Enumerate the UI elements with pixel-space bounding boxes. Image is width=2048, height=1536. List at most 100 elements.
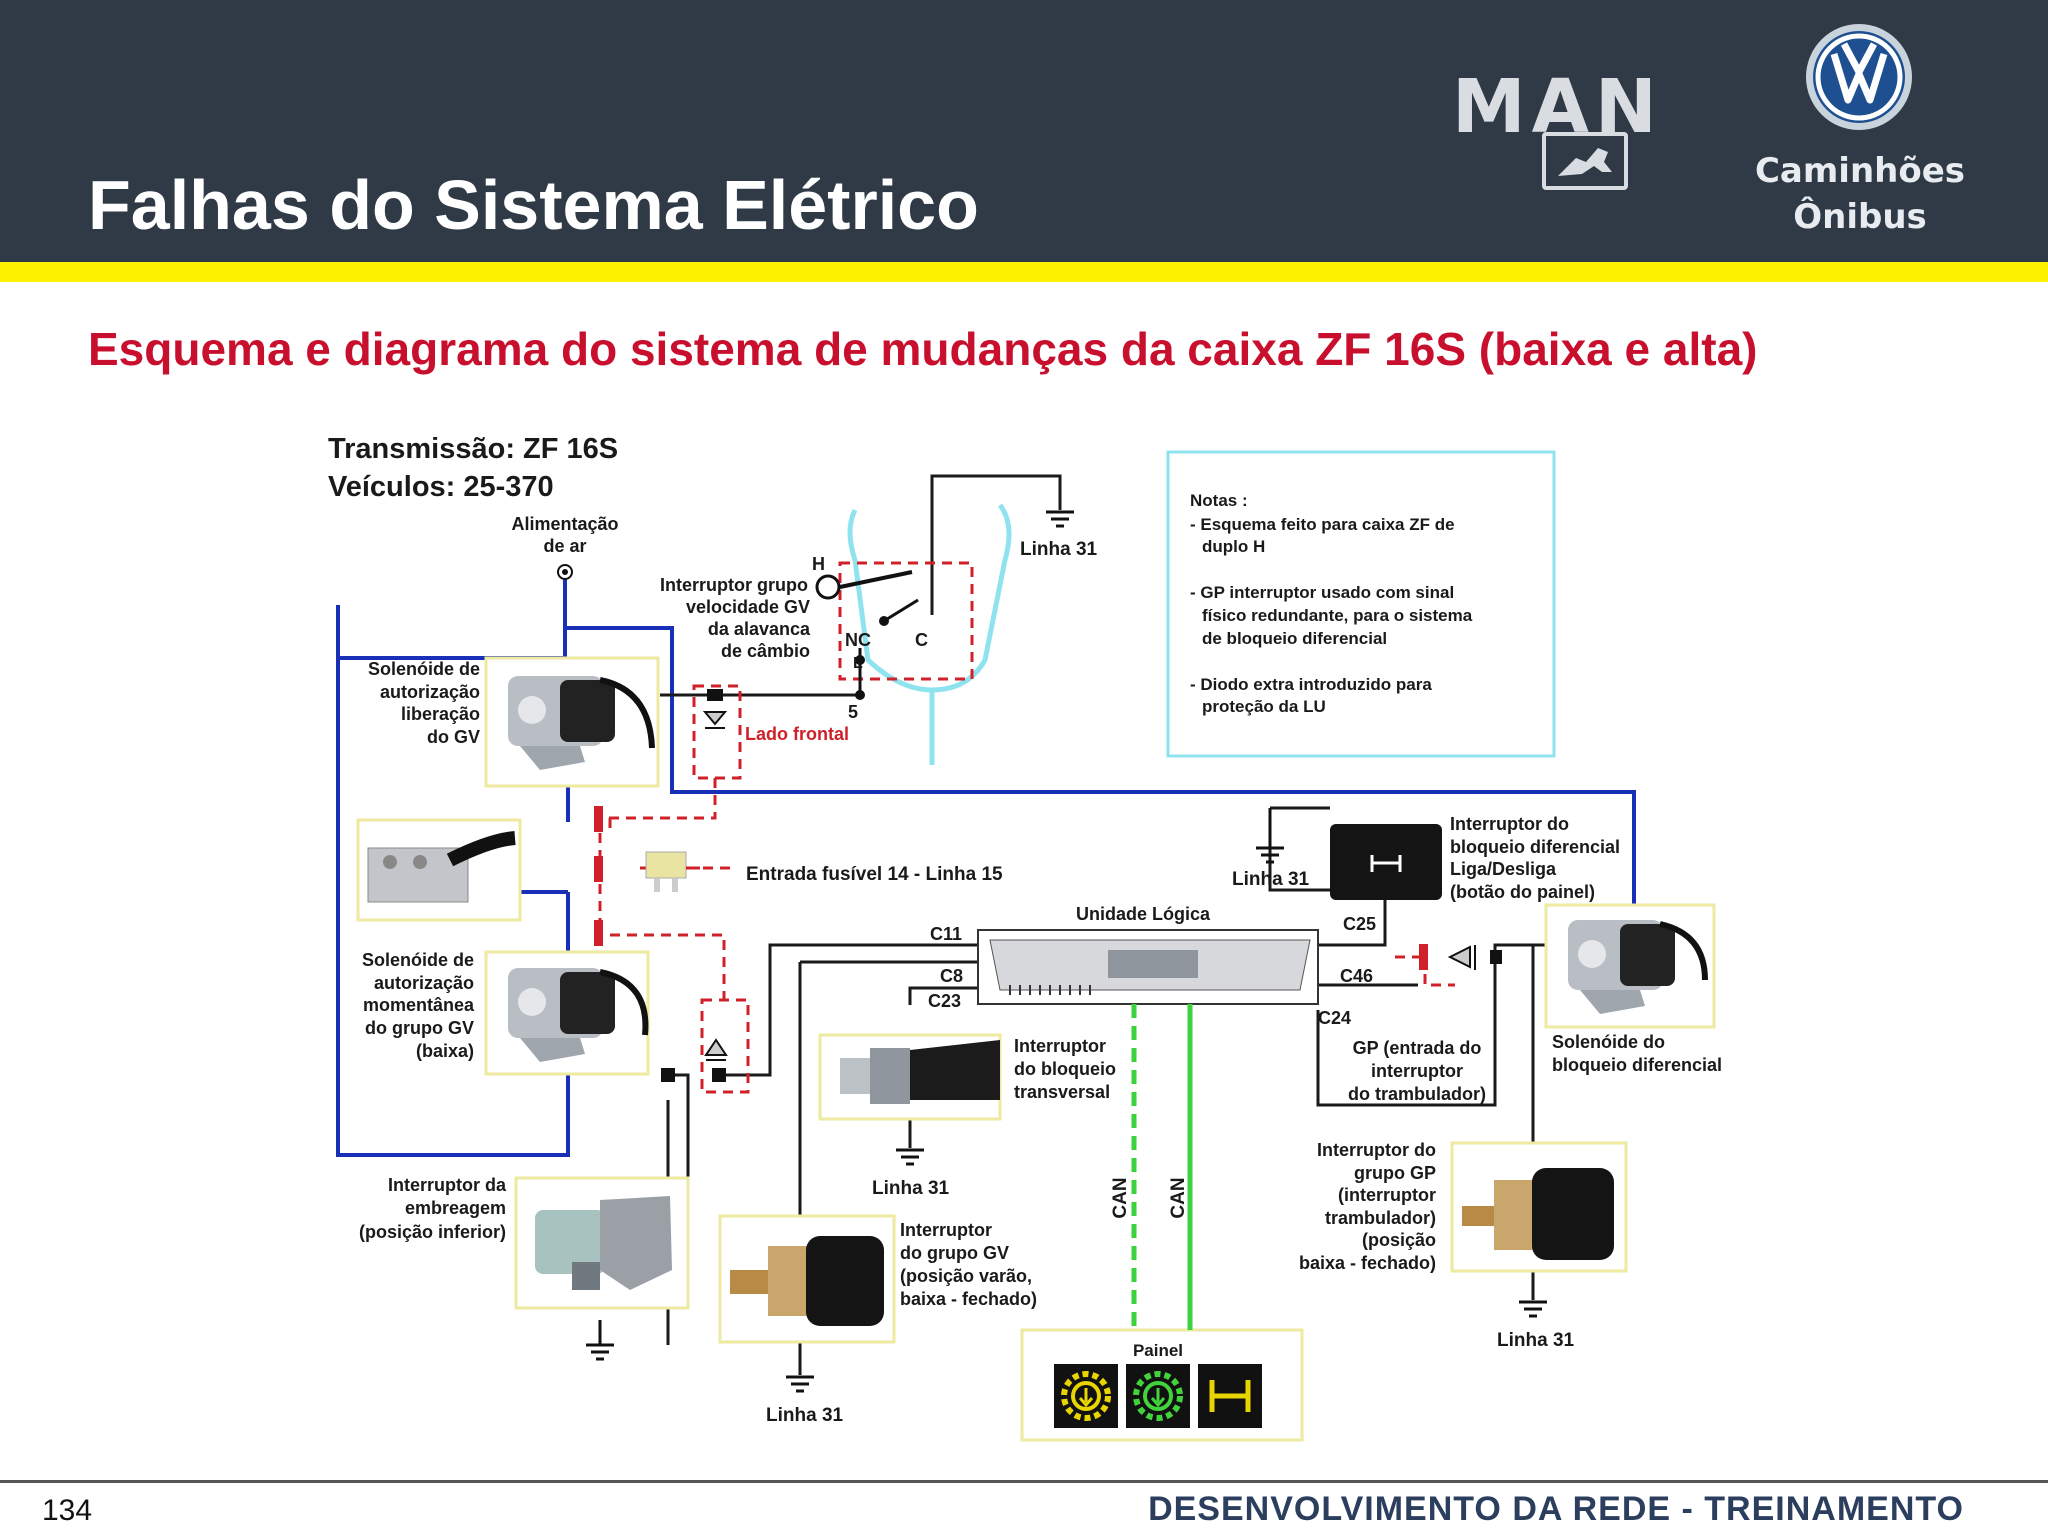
fuse-connectors — [594, 806, 1428, 970]
ground-label-transversal: Linha 31 — [872, 1178, 950, 1199]
svg-text:do grupo GV: do grupo GV — [365, 1018, 474, 1038]
interruptor-embreagem-label: Interruptor da embreagem (posição inferi… — [359, 1175, 507, 1242]
switch-label-5: 5 — [848, 702, 858, 722]
svg-text:grupo GP: grupo GP — [1354, 1163, 1436, 1183]
gear-up-icon — [1133, 1371, 1183, 1421]
footer-text: DESENVOLVIMENTO DA REDE - TREINAMENTO — [1148, 1490, 1964, 1528]
svg-text:Interruptor do: Interruptor do — [1450, 814, 1569, 834]
accent-bar — [0, 262, 2048, 282]
svg-text:velocidade GV: velocidade GV — [686, 597, 810, 617]
svg-text:- Esquema feito para caixa ZF: - Esquema feito para caixa ZF de — [1190, 515, 1455, 534]
connector-c25: C25 — [1343, 914, 1376, 934]
valve-block-icon — [367, 831, 516, 903]
vehicles-label: Veículos: 25-370 — [328, 471, 554, 503]
diff-lock-button-icon — [1330, 824, 1442, 900]
vw-logo-text: Caminhões Ônibus — [1740, 148, 1980, 240]
solenoid-diferencial-icon — [1568, 920, 1708, 1014]
connector-c46: C46 — [1340, 966, 1373, 986]
page-number: 134 — [42, 1494, 93, 1527]
ground-label-gv: Linha 31 — [766, 1405, 844, 1426]
connector-c23: C23 — [928, 991, 961, 1011]
man-logo: MAN — [1452, 64, 1663, 190]
svg-text:Solenóide de: Solenóide de — [362, 950, 474, 970]
solenoide-liberacao-label: Solenóide de autorização liberação do GV — [368, 659, 480, 747]
svg-text:duplo H: duplo H — [1202, 537, 1265, 556]
logic-unit-label: Unidade Lógica — [1076, 904, 1211, 924]
black-wires — [660, 474, 1560, 1375]
svg-text:(posição inferior): (posição inferior) — [359, 1222, 506, 1242]
switch-label-c: C — [915, 630, 928, 650]
transversal-switch-icon — [840, 1040, 1000, 1104]
front-side-label: Lado frontal — [745, 724, 849, 744]
svg-text:bloqueio diferencial: bloqueio diferencial — [1552, 1055, 1722, 1075]
svg-text:baixa - fechado): baixa - fechado) — [900, 1289, 1037, 1309]
ground-label-mid: Linha 31 — [1232, 869, 1310, 890]
interruptor-grupo-gv-label: Interruptor do grupo GV (posição varão, … — [900, 1220, 1037, 1309]
svg-text:embreagem: embreagem — [405, 1198, 506, 1218]
svg-text:da alavanca: da alavanca — [708, 619, 811, 639]
header-bar: Falhas do Sistema Elétrico MAN Caminhões… — [0, 0, 2048, 262]
gv-group-switch-icon — [730, 1236, 884, 1326]
can-label-low: CAN — [1110, 1177, 1131, 1218]
man-logo-text: MAN — [1452, 64, 1663, 150]
interruptor-gv-label: Interruptor grupo velocidade GV da alava… — [660, 575, 811, 661]
panel-label: Painel — [1133, 1341, 1183, 1360]
can-bus-lines — [1131, 1004, 1193, 1330]
svg-text:físico redundante, para o sis: físico redundante, para o sistema — [1202, 606, 1473, 625]
svg-text:GP (entrada do: GP (entrada do — [1353, 1038, 1482, 1058]
svg-text:liberação: liberação — [401, 704, 480, 724]
connector-c8: C8 — [940, 966, 963, 986]
svg-text:bloqueio diferencial: bloqueio diferencial — [1450, 837, 1620, 857]
svg-text:autorização: autorização — [380, 682, 480, 702]
can-label-high: CAN — [1168, 1177, 1189, 1218]
svg-text:Interruptor da: Interruptor da — [388, 1175, 507, 1195]
switch-label-h: H — [812, 554, 825, 574]
panel-warning-lamps — [1054, 1364, 1262, 1428]
svg-text:proteção da LU: proteção da LU — [1202, 697, 1326, 716]
air-supply-label-1: Alimentação — [511, 514, 618, 534]
air-supply-icon — [557, 564, 573, 580]
svg-text:Notas :: Notas : — [1190, 491, 1248, 510]
wiring-diagram: Transmissão: ZF 16S Veículos: 25-370 Ali… — [0, 400, 2048, 1485]
svg-text:trambulador): trambulador) — [1325, 1208, 1436, 1228]
air-supply-label-2: de ar — [543, 536, 586, 556]
solenoid-momentanea-icon — [508, 968, 649, 1062]
solenoide-diferencial-label: Solenóide do bloqueio diferencial — [1552, 1032, 1722, 1075]
ground-label-top: Linha 31 — [1020, 539, 1098, 560]
solenoid-liberacao-icon — [508, 676, 655, 770]
gv-lever-switch-icon — [815, 570, 919, 700]
gear-lever-outline — [847, 503, 1012, 765]
svg-text:(posição varão,: (posição varão, — [900, 1266, 1032, 1286]
svg-text:transversal: transversal — [1014, 1082, 1110, 1102]
connector-c11: C11 — [930, 924, 962, 944]
clutch-switch-icon — [535, 1196, 672, 1290]
ground-label-gp: Linha 31 — [1497, 1330, 1575, 1351]
fuse-icon — [645, 851, 687, 892]
svg-text:Liga/Desliga: Liga/Desliga — [1450, 859, 1557, 879]
diode-icons — [702, 689, 1476, 1061]
svg-text:- GP interruptor usado com sin: - GP interruptor usado com sinal — [1190, 583, 1454, 602]
gp-entrada-label: GP (entrada do interruptor do trambulado… — [1348, 1038, 1486, 1104]
diff-lock-icon — [1209, 1380, 1251, 1412]
svg-text:autorização: autorização — [374, 973, 474, 993]
svg-text:Interruptor do: Interruptor do — [1317, 1140, 1436, 1160]
interruptor-transversal-label: Interruptor do bloqueio transversal — [1014, 1036, 1116, 1102]
junction-connectors — [661, 950, 1502, 1082]
vw-logo-icon — [1804, 22, 1914, 132]
svg-text:do grupo GV: do grupo GV — [900, 1243, 1009, 1263]
logic-unit-icon — [977, 929, 1319, 1005]
svg-text:de câmbio: de câmbio — [721, 641, 810, 661]
svg-text:do bloqueio: do bloqueio — [1014, 1059, 1116, 1079]
svg-text:do trambulador): do trambulador) — [1348, 1084, 1486, 1104]
fuse-entry-label: Entrada fusível 14 - Linha 15 — [746, 864, 1003, 885]
vw-text-line2: Ônibus — [1793, 197, 1927, 237]
interruptor-grupo-gp-label: Interruptor do grupo GP (interruptor tra… — [1299, 1140, 1436, 1273]
svg-text:(baixa): (baixa) — [416, 1041, 474, 1061]
solenoide-momentanea-label: Solenóide de autorização momentânea do g… — [362, 950, 475, 1061]
svg-text:baixa - fechado): baixa - fechado) — [1299, 1253, 1436, 1273]
connector-c24: C24 — [1318, 1008, 1351, 1028]
svg-text:(botão do painel): (botão do painel) — [1450, 882, 1595, 902]
ground-icons — [586, 510, 1547, 1393]
man-lion-icon — [1542, 132, 1628, 190]
vw-text-line1: Caminhões — [1754, 151, 1966, 191]
